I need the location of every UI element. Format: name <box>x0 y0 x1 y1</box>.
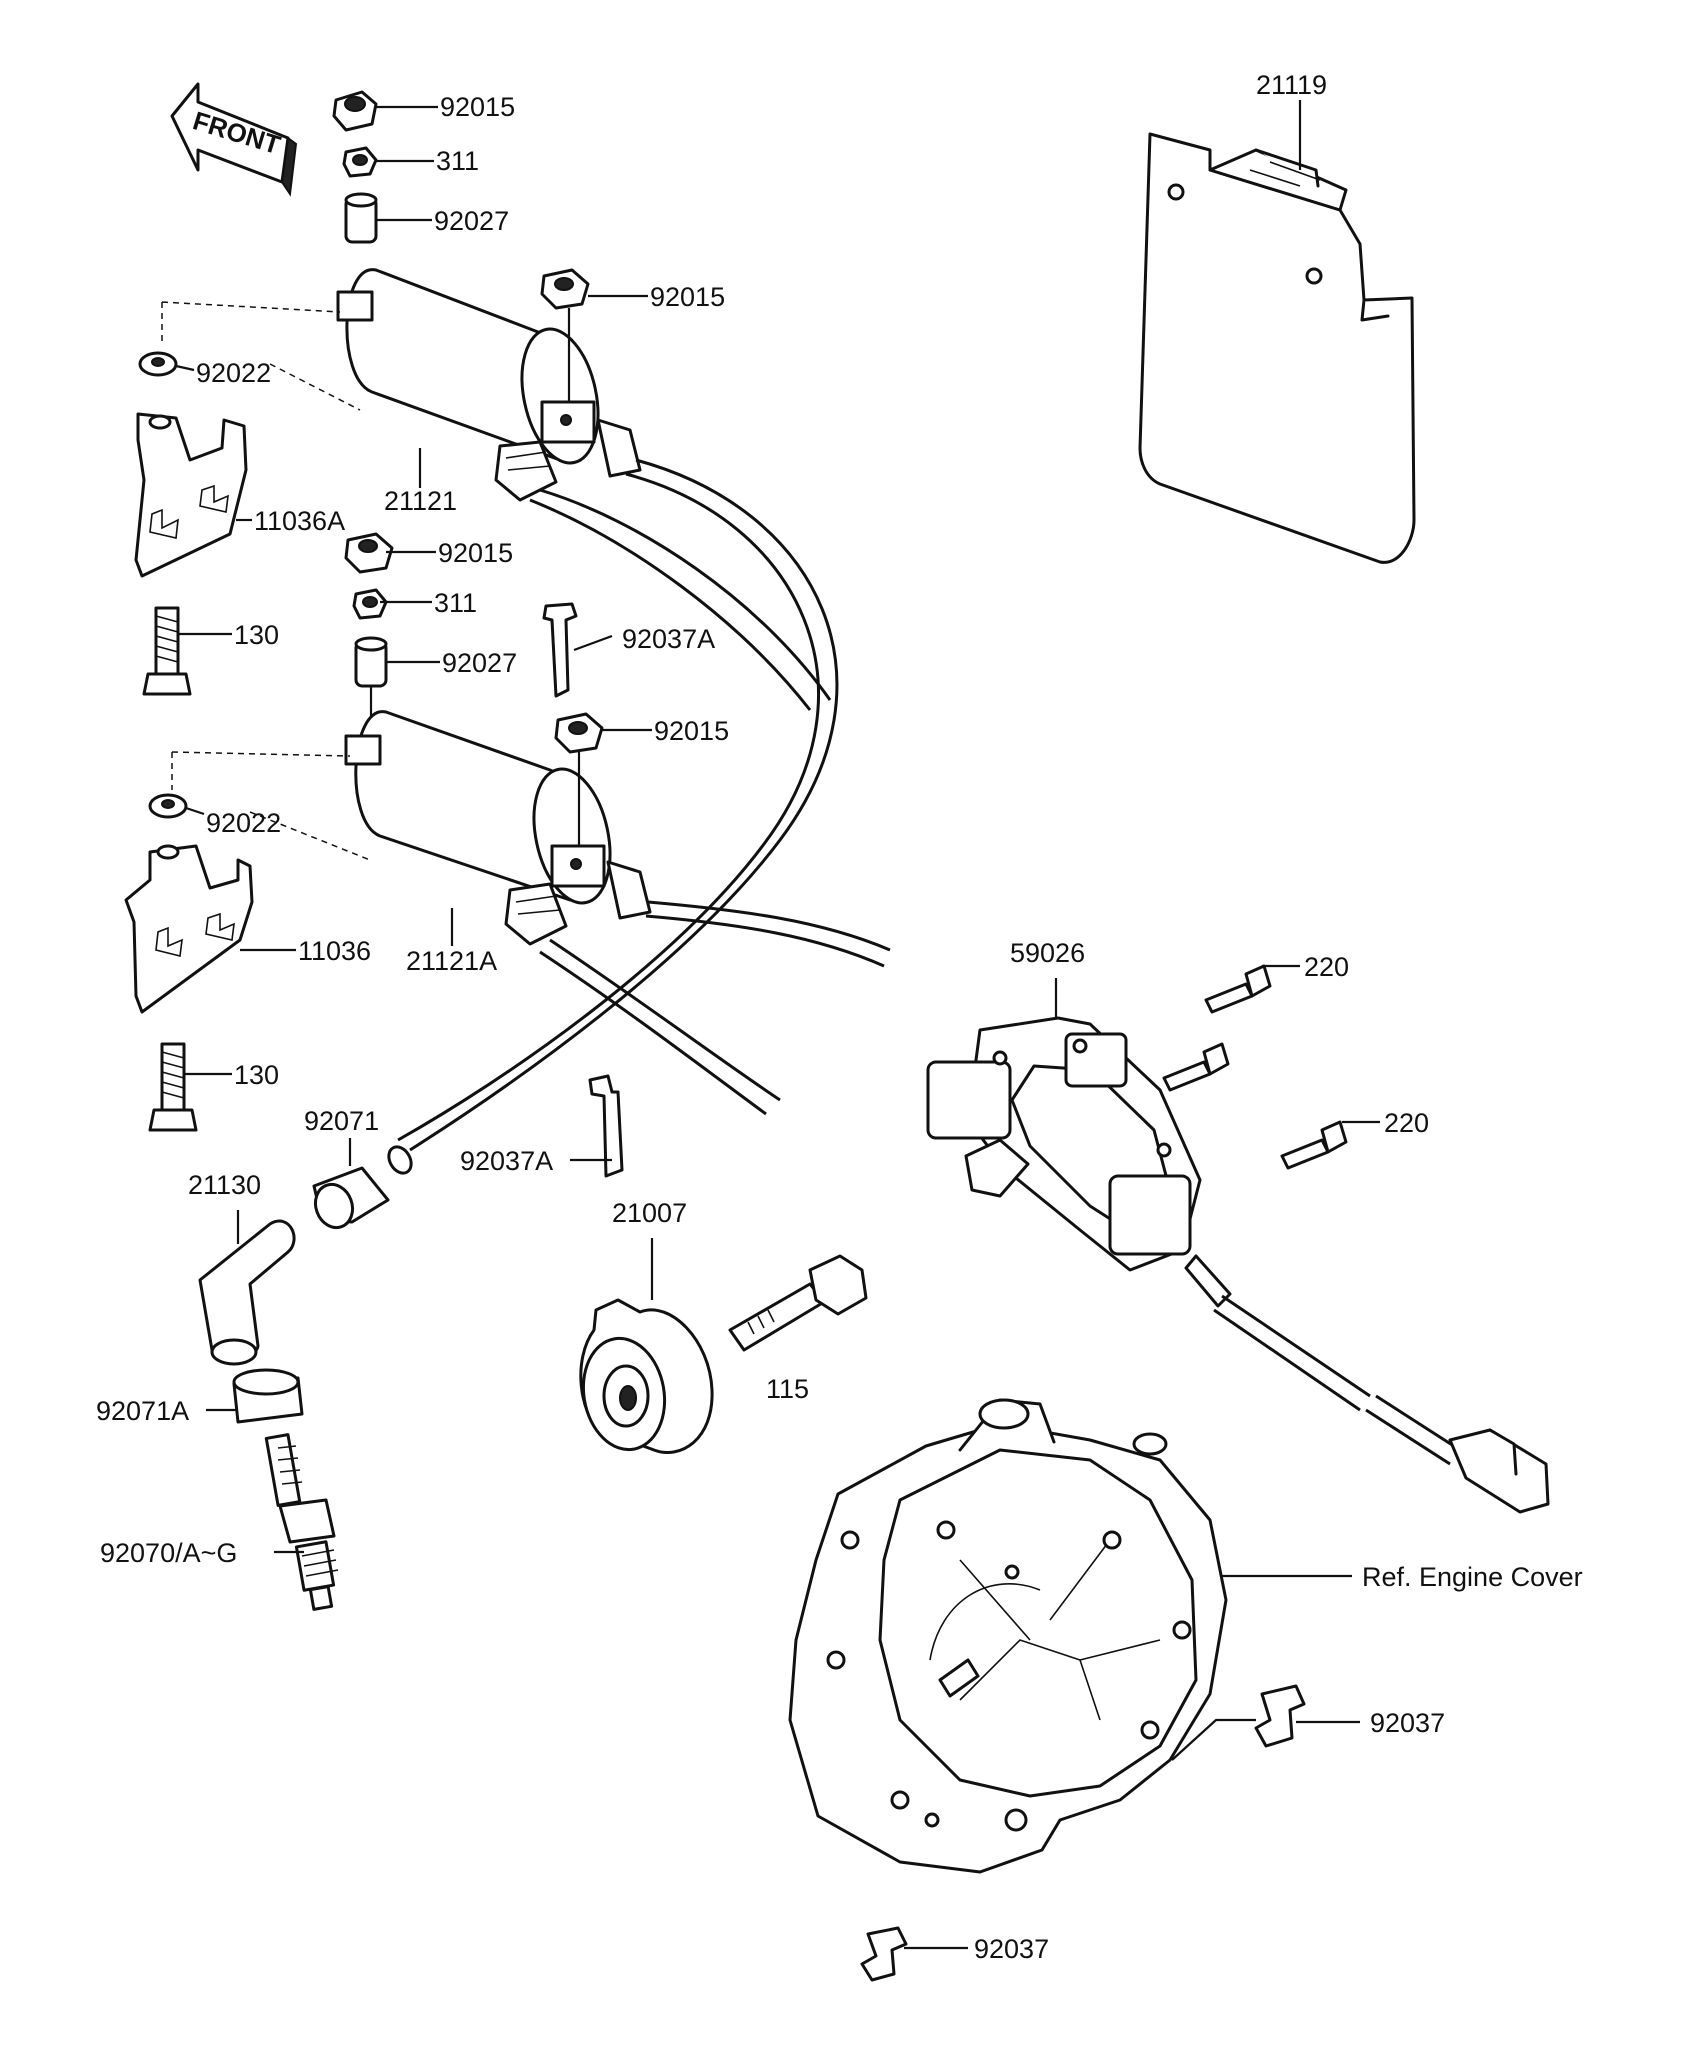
label-92037-cover: 92037 <box>1370 1708 1445 1738</box>
label-92027-top: 92027 <box>434 206 509 236</box>
spacer-92027 <box>344 192 378 244</box>
label-21119: 21119 <box>1256 70 1327 100</box>
label-21007: 21007 <box>612 1198 687 1228</box>
nut-92015-coil2 <box>554 712 604 754</box>
screw-220-middle <box>1162 1042 1230 1092</box>
bolt-130-upper <box>142 606 192 696</box>
clamp-92037-bottom <box>860 1926 908 1982</box>
label-92015-coil2: 92015 <box>654 716 729 746</box>
label-92027-mid: 92027 <box>442 648 517 678</box>
label-311-mid: 311 <box>434 588 477 618</box>
pickup-coil-59026 <box>926 1016 1550 1514</box>
label-92037A-upper: 92037A <box>622 624 715 654</box>
label-11036A: 11036A <box>254 506 345 536</box>
label-92037-bottom: 92037 <box>974 1934 1049 1964</box>
label-311-top: 311 <box>436 146 479 176</box>
label-92070-A-G: 92070/A~G <box>100 1538 237 1568</box>
label-92022-lower: 92022 <box>206 808 281 838</box>
washer-92022-lower <box>148 793 188 819</box>
label-92015-top: 92015 <box>440 92 515 122</box>
screw-220-lower <box>1280 1120 1348 1170</box>
clamp-92037A-upper <box>542 602 578 698</box>
spacer-92027-mid <box>354 636 388 688</box>
label-92037A-lower: 92037A <box>460 1146 553 1176</box>
label-ref-engine-cover: Ref. Engine Cover <box>1362 1562 1583 1592</box>
spark-plug-92070 <box>264 1433 339 1611</box>
rotor-21007 <box>579 1298 714 1454</box>
small-nut-311 <box>342 146 378 178</box>
ignition-coil-21121A <box>344 710 652 946</box>
label-92015-mid: 92015 <box>438 538 513 568</box>
label-220-lower: 220 <box>1384 1108 1429 1138</box>
label-21121: 21121 <box>384 486 457 516</box>
screw-220-upper <box>1204 964 1272 1014</box>
rotor-bolt-115 <box>728 1254 868 1352</box>
bracket-11036 <box>124 844 254 1014</box>
label-92071: 92071 <box>304 1106 379 1136</box>
clamp-92037-cover <box>1254 1684 1306 1748</box>
engine-cover <box>788 1398 1228 1874</box>
label-92071A: 92071A <box>96 1396 189 1426</box>
cap-92071 <box>312 1145 413 1230</box>
label-92022-upper: 92022 <box>196 358 271 388</box>
seal-92071A <box>232 1368 304 1424</box>
label-11036: 11036 <box>298 936 371 966</box>
small-nut-311-mid <box>352 588 388 620</box>
plug-cap-21130 <box>198 1219 296 1366</box>
label-115: 115 <box>766 1374 809 1404</box>
bracket-11036A <box>134 412 248 578</box>
label-21121A: 21121A <box>406 946 497 976</box>
label-130-upper: 130 <box>234 620 279 650</box>
label-21130: 21130 <box>188 1170 261 1200</box>
label-220-upper: 220 <box>1304 952 1349 982</box>
clamp-92037A-lower <box>588 1074 624 1178</box>
washer-92022-upper <box>138 351 178 377</box>
label-130-lower: 130 <box>234 1060 279 1090</box>
nut-92015-mid <box>344 532 394 574</box>
igniter-21119 <box>1138 132 1416 564</box>
ignition-coil-21121 <box>336 268 642 502</box>
bolt-130-lower <box>148 1042 198 1132</box>
top-nut-92015 <box>332 90 378 132</box>
nut-92015-coil1 <box>540 268 590 310</box>
label-92015-coil1: 92015 <box>650 282 725 312</box>
front-arrow-icon: FRONT <box>170 82 298 197</box>
label-59026: 59026 <box>1010 938 1085 968</box>
